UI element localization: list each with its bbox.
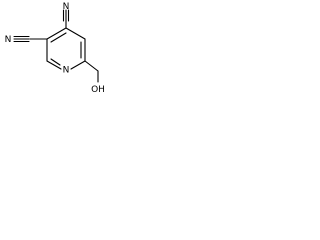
ring-bond-c6-n1: [70, 60, 86, 70]
chemical-structure-diagram: N N N OH: [5, 2, 105, 95]
ring-bond-c4-c5: [65, 27, 86, 40]
ring-bond-n1-c2-inner: [50, 58, 61, 66]
ring-bond-n1-c2: [46, 60, 62, 70]
nitrile-top-nitrogen-label: N: [63, 2, 70, 12]
ring-nitrogen-label: N: [63, 66, 70, 76]
ring-bond-c3-c4-inner: [50, 32, 67, 43]
nitrile-left-nitrogen-label: N: [5, 35, 12, 45]
hydroxyl-label: OH: [91, 85, 105, 95]
c6-ch2-bond: [84, 60, 99, 72]
ring-bond-c3-c4: [46, 27, 67, 40]
